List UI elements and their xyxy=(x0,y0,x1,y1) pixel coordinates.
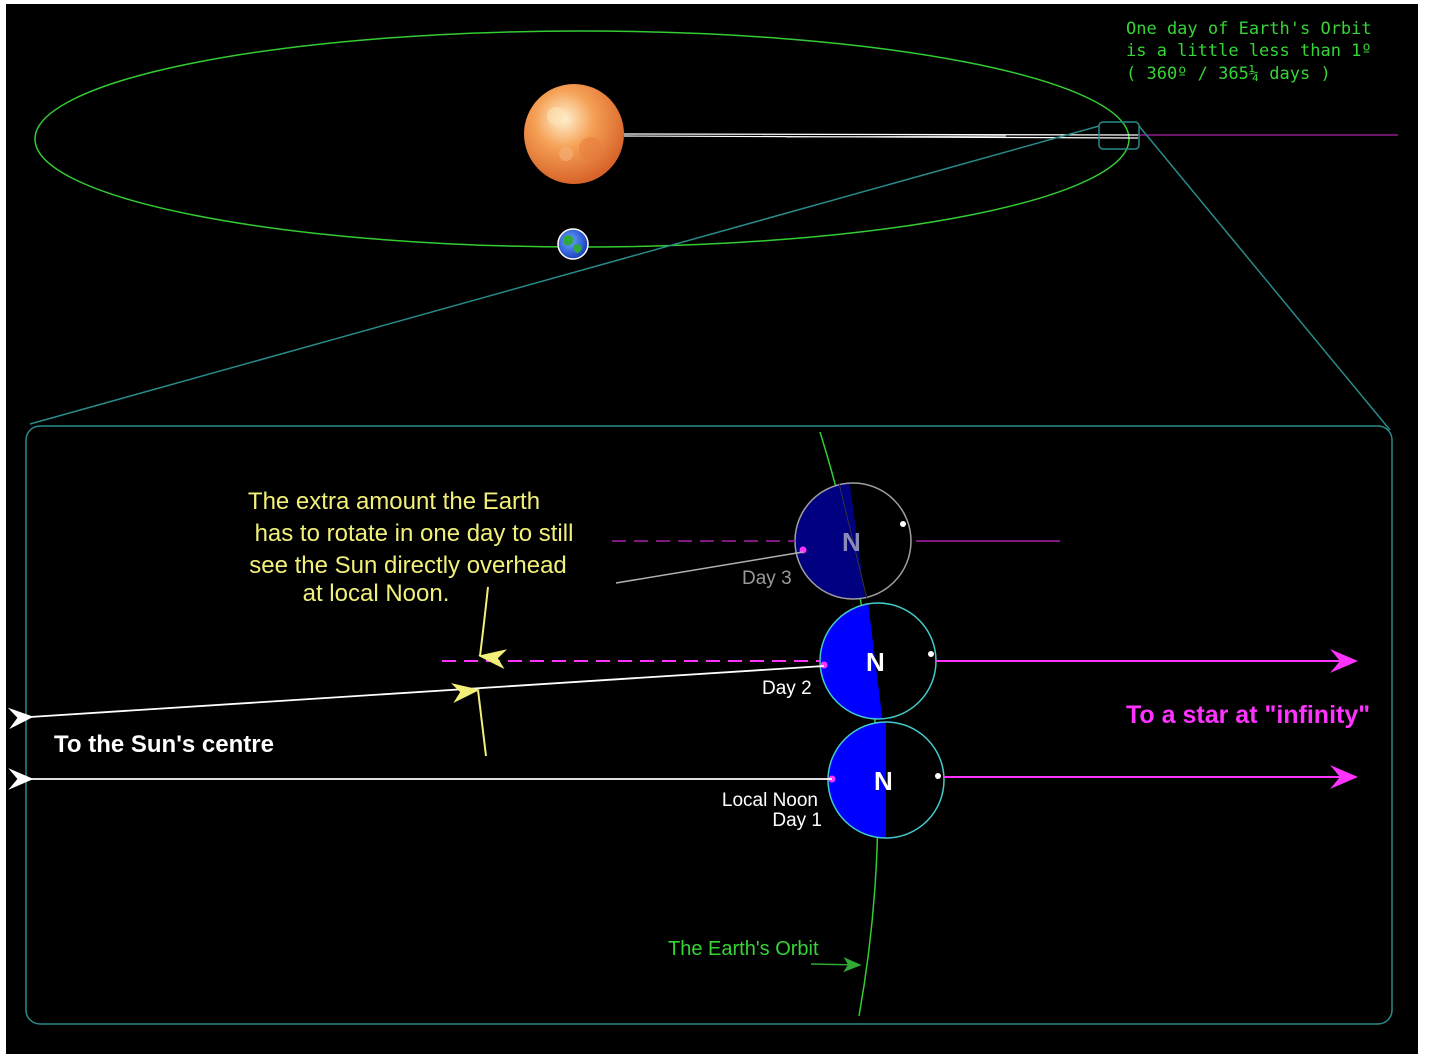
day1-label: Day 1 xyxy=(772,810,822,831)
diagram-canvas: One day of Earth's Orbit is a little les… xyxy=(7,19,1398,1025)
diagram-frame: One day of Earth's Orbit is a little les… xyxy=(6,4,1418,1054)
orbit-label-arrow xyxy=(810,957,862,973)
north-label-day1: N xyxy=(874,766,893,796)
earth-day2 xyxy=(819,602,937,720)
antipode-dot xyxy=(900,521,906,527)
earth-day3 xyxy=(794,482,912,600)
sun-ray-line xyxy=(623,133,1139,136)
orbit-note-line1: One day of Earth's Orbit xyxy=(1126,19,1372,39)
day2-sun-arrow xyxy=(7,665,825,730)
zoom-line-left xyxy=(29,125,1100,425)
local-noon-label: Local Noon xyxy=(722,790,818,811)
orbit-note-line3: ( 360º / 365¼ days ) xyxy=(1126,64,1331,84)
antipode-dot xyxy=(928,651,934,657)
extra-note-line2: has to rotate in one day to still xyxy=(255,520,574,547)
sun-ray-line xyxy=(785,135,1007,138)
extra-note-line3: see the Sun directly overhead xyxy=(249,552,567,579)
orbit-note-line2: is a little less than 1º xyxy=(1126,41,1372,61)
earth-orbit-label: The Earth's Orbit xyxy=(668,938,819,960)
antipode-dot xyxy=(935,773,941,779)
day3-sun-line xyxy=(615,551,804,584)
angle-arrow-upper xyxy=(478,586,508,670)
extra-note-line1: The extra amount the Earth xyxy=(248,488,540,515)
zoom-line-right xyxy=(1138,125,1391,431)
north-label-day3: N xyxy=(842,527,861,557)
extra-note-line4: at local Noon. xyxy=(303,580,450,607)
earth-globe-icon xyxy=(557,228,589,260)
day2-label: Day 2 xyxy=(762,678,812,699)
sun-centre-label: To the Sun's centre xyxy=(54,731,274,758)
day3-label: Day 3 xyxy=(742,568,792,589)
star-infinity-label: To a star at "infinity" xyxy=(1126,701,1370,729)
observer-dot xyxy=(820,661,828,669)
north-label-day2: N xyxy=(866,647,885,677)
angle-arrow-lower xyxy=(451,683,487,757)
sun-icon xyxy=(524,84,624,184)
zoom-box xyxy=(1098,121,1140,150)
